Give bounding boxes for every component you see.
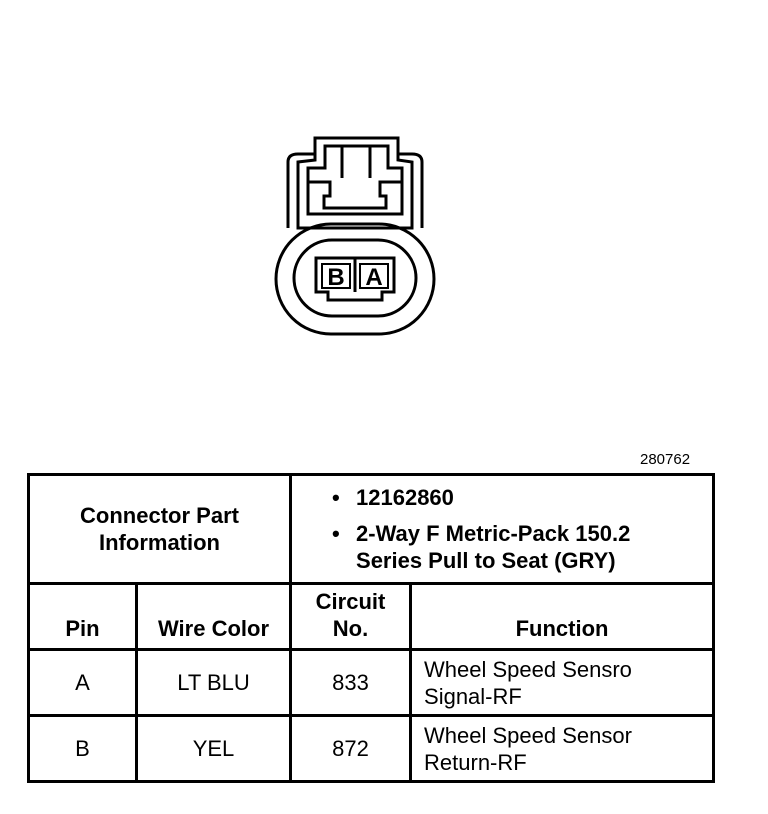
- cell-function: Wheel Speed Sensro Signal-RF: [409, 648, 716, 717]
- pin-cavity-block: [314, 256, 396, 302]
- cell-wire-color: LT BLU: [134, 648, 293, 717]
- connector-inner-shell: [292, 238, 418, 318]
- figure-id: 280762: [640, 451, 691, 468]
- part-info-label: Connector Part Information: [26, 473, 293, 585]
- bullet-icon: •: [332, 521, 340, 546]
- connector-face-drawing: B A: [274, 136, 436, 336]
- table-row: B YEL 872 Wheel Speed Sensor Return-RF: [27, 714, 716, 783]
- col-header-wire-color: Wire Color: [134, 582, 293, 651]
- cell-circuit: 833: [289, 648, 413, 717]
- cell-pin: A: [27, 648, 138, 717]
- connector-latch-inner: [306, 144, 404, 216]
- col-header-circuit-no: Circuit No.: [289, 582, 413, 651]
- cell-function: Wheel Speed Sensor Return-RF: [409, 714, 716, 783]
- bullet-icon: •: [332, 485, 340, 510]
- col-header-pin: Pin: [27, 582, 138, 651]
- cell-wire-color: YEL: [134, 714, 293, 783]
- part-info-list: • 12162860 • 2-Way F Metric-Pack 150.2 S…: [289, 473, 716, 585]
- part-info-item: • 2-Way F Metric-Pack 150.2 Series Pull …: [332, 521, 631, 573]
- cell-circuit: 872: [289, 714, 413, 783]
- pin-label-a: A: [365, 264, 382, 291]
- connector-outer-shell: [274, 222, 436, 336]
- pin-label-b: B: [327, 264, 344, 291]
- table-row: A LT BLU 833 Wheel Speed Sensro Signal-R…: [27, 648, 716, 717]
- col-header-function: Function: [409, 582, 716, 651]
- cell-pin: B: [27, 714, 138, 783]
- connector-info-table: Connector Part Information • 12162860 • …: [26, 473, 716, 783]
- part-info-item: • 12162860: [332, 485, 454, 510]
